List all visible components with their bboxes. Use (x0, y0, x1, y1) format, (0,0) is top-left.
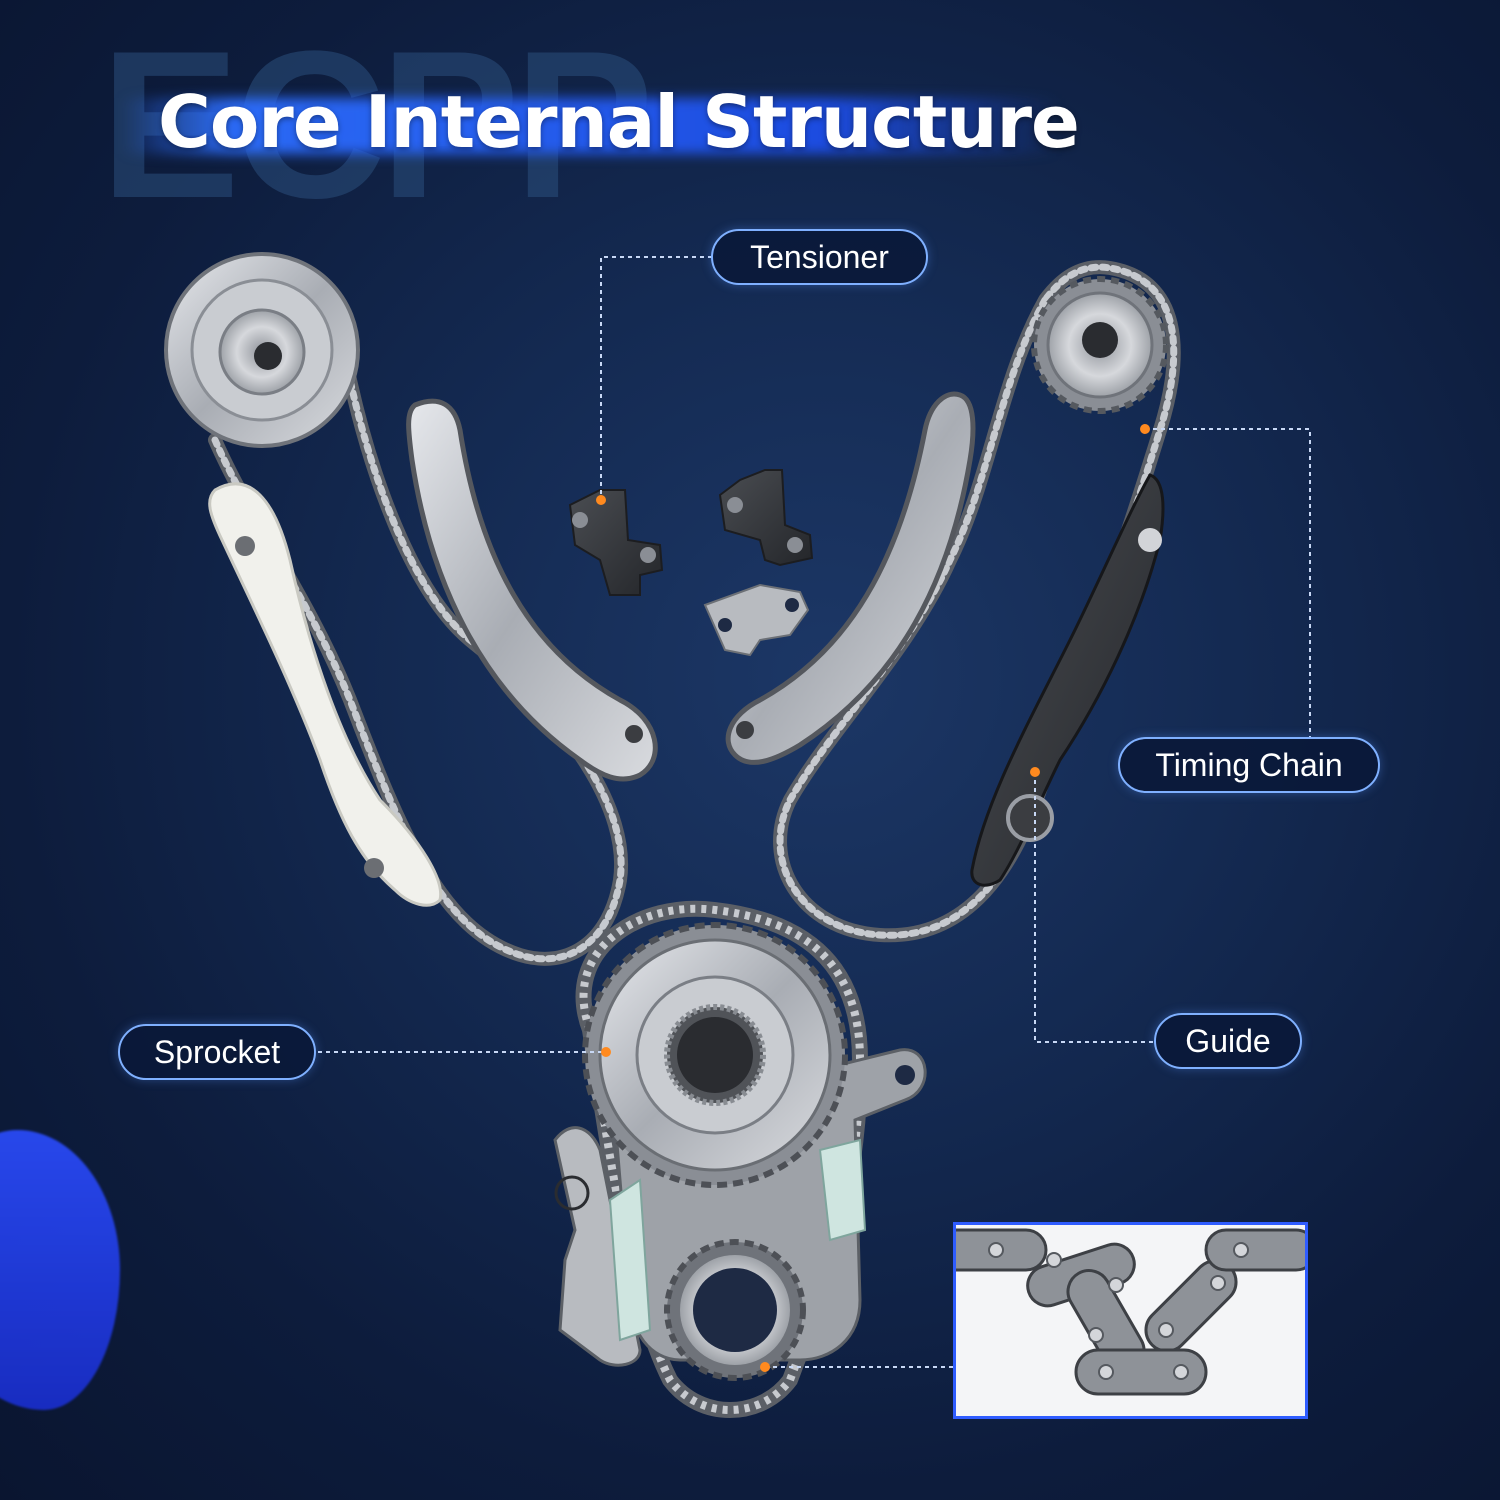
left-timing-chain (208, 268, 629, 966)
timing-chain-leader (1145, 428, 1311, 738)
page-title: Core Internal Structure (158, 80, 1080, 164)
callout-leaders (318, 256, 1311, 1368)
right-timing-chain (773, 260, 1181, 943)
title-highlight-bar (120, 98, 1060, 154)
lower-tensioner-arm (553, 1126, 867, 1367)
chain-closeup-inset (953, 1222, 1308, 1419)
right-hydraulic-tensioner (718, 469, 814, 567)
guide-dot (1030, 767, 1040, 777)
left-plastic-guide (208, 482, 443, 907)
sprocket-dot (601, 1047, 611, 1057)
timing-chain-callout: Timing Chain (1118, 737, 1380, 793)
callout-dots (596, 424, 1150, 1372)
tensioner-leader (600, 256, 712, 500)
right-cam-sprocket (1031, 276, 1169, 414)
right-metal-chain-guide (725, 391, 976, 765)
left-cam-phaser (164, 252, 360, 448)
tensioner-callout: Tensioner (711, 229, 928, 285)
guide-callout: Guide (1154, 1013, 1302, 1069)
sprocket-callout: Sprocket (118, 1024, 316, 1080)
left-hydraulic-tensioner (568, 489, 664, 596)
crank-sprocket-large (582, 922, 848, 1188)
right-black-chain-guide (970, 473, 1165, 887)
guide-leader (1034, 772, 1155, 1043)
tensioner-dot (596, 495, 606, 505)
crank-sprocket-small (664, 1239, 806, 1381)
inset-dot (760, 1362, 770, 1372)
chain-link-closeup-photo (956, 1228, 1305, 1396)
timing-chain-dot (1140, 424, 1150, 434)
tensioner-gasket-plate (703, 583, 810, 657)
left-metal-chain-guide (406, 398, 658, 782)
